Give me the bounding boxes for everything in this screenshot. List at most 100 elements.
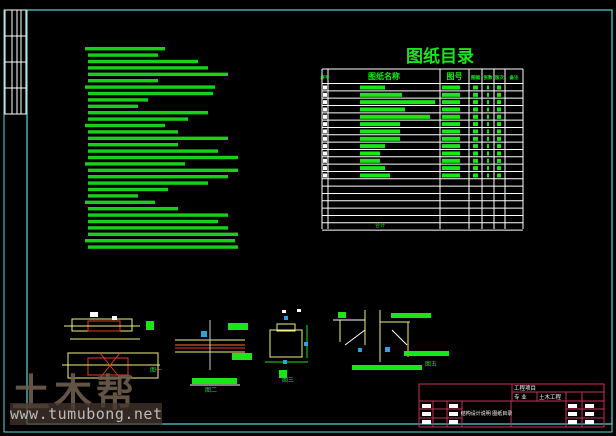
detail-shape — [192, 378, 237, 384]
note-line — [88, 155, 238, 160]
title-block-field — [422, 404, 431, 408]
row-size — [473, 144, 478, 149]
row-version — [497, 92, 501, 97]
row-size — [473, 100, 478, 105]
table-header: 图号 — [447, 72, 463, 81]
row-name — [360, 100, 435, 105]
row-count — [487, 173, 489, 178]
inner-frame — [26, 9, 613, 425]
row-drawing-no — [442, 144, 460, 149]
title-block-field — [585, 420, 594, 424]
note-line — [85, 123, 165, 128]
row-count — [487, 114, 489, 119]
detail-shape — [201, 331, 207, 337]
row-version — [497, 144, 501, 149]
row-version — [497, 107, 501, 112]
row-size — [473, 122, 478, 127]
total-label: 合计 — [375, 222, 385, 229]
row-count — [487, 107, 489, 112]
design-notes-text — [85, 47, 238, 249]
note-line — [88, 226, 228, 230]
detail-shape — [276, 323, 296, 332]
detail-shape — [283, 360, 287, 364]
row-version — [497, 100, 501, 105]
row-version — [497, 151, 501, 156]
detail-shape — [338, 312, 346, 318]
row-number — [323, 173, 327, 178]
detail-label: 图一 — [150, 367, 162, 374]
row-number — [323, 151, 327, 156]
detail-shape — [232, 353, 252, 360]
detail-label: 图三 — [282, 377, 294, 384]
row-name — [360, 151, 380, 156]
detail-shape — [391, 313, 431, 318]
table-header: 序号 — [320, 74, 330, 81]
row-drawing-no — [442, 100, 460, 105]
row-version — [497, 136, 501, 141]
note-line — [88, 175, 228, 179]
row-name — [360, 136, 400, 141]
note-line — [85, 200, 155, 204]
row-name — [360, 107, 405, 112]
title-block-text: 工程项目 — [514, 384, 536, 392]
note-line — [88, 149, 218, 153]
detail-shape — [297, 309, 301, 312]
row-number — [323, 92, 327, 97]
note-line — [88, 187, 168, 192]
row-version — [497, 166, 501, 171]
row-number — [323, 129, 327, 134]
title-block-field — [449, 420, 458, 424]
detail-label: 图二 — [205, 387, 217, 394]
row-number — [323, 136, 327, 141]
row-drawing-no — [442, 173, 460, 178]
row-number — [323, 85, 327, 90]
note-line — [88, 111, 208, 115]
table-header: 图纸名称 — [368, 71, 400, 81]
table-header: 备注 — [509, 74, 519, 81]
table-header: 版次 — [495, 74, 504, 81]
detail-shape — [282, 310, 286, 313]
drawing-list-title: 图纸目录 — [406, 46, 474, 67]
note-line — [88, 59, 198, 64]
note-line — [85, 47, 165, 51]
note-line — [88, 194, 138, 198]
row-name — [360, 114, 430, 119]
row-size — [473, 136, 478, 141]
note-line — [88, 66, 208, 70]
row-version — [497, 114, 501, 119]
detail-shape — [112, 316, 117, 320]
row-number — [323, 144, 327, 149]
title-block-text: 专 业 — [514, 393, 527, 401]
detail-shape — [358, 348, 362, 352]
title-block-text: 土木工程 — [539, 393, 562, 401]
title-block-field — [449, 412, 458, 416]
row-name — [360, 122, 400, 127]
note-line — [88, 98, 148, 102]
rule-line — [344, 329, 366, 346]
note-line — [88, 245, 238, 249]
row-number — [323, 114, 327, 119]
detail-label: 图五 — [425, 361, 437, 368]
row-count — [487, 158, 489, 163]
row-drawing-no — [442, 85, 460, 90]
note-line — [88, 136, 228, 140]
detail-shape — [269, 329, 303, 358]
table-header: 图幅 — [471, 74, 480, 81]
row-number — [323, 122, 327, 127]
note-line — [88, 207, 178, 211]
row-drawing-no — [442, 151, 460, 156]
note-line — [88, 53, 158, 57]
note-line — [88, 130, 178, 134]
row-count — [487, 151, 489, 156]
row-count — [487, 100, 489, 105]
row-version — [497, 85, 501, 90]
row-size — [473, 158, 478, 163]
row-name — [360, 173, 390, 178]
row-name — [360, 85, 385, 90]
row-drawing-no — [442, 136, 460, 141]
note-line — [88, 104, 138, 108]
detail-shape — [404, 351, 449, 356]
